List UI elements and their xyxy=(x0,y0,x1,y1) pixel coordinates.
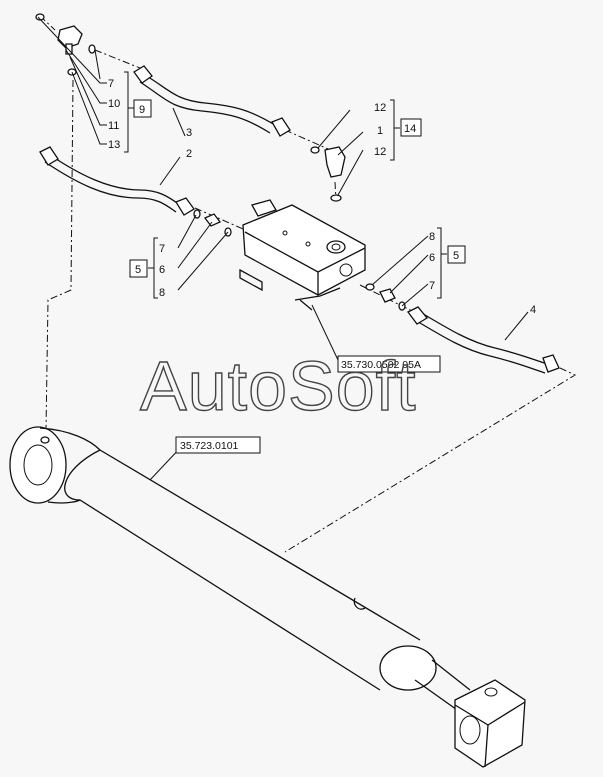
callout-7-right: 7 xyxy=(429,280,435,292)
reference-boxes: 35.730.0502 05A 35.723.0101 xyxy=(175,355,441,454)
fittings-right xyxy=(365,283,406,311)
group-box-5-left: 5 xyxy=(135,264,141,276)
callout-2: 2 xyxy=(186,148,192,160)
callout-7-top: 7 xyxy=(108,78,114,90)
callout-numbers: 7 10 11 13 3 2 12 1 12 7 6 8 8 6 7 4 xyxy=(108,78,536,316)
leader-lines xyxy=(37,16,529,481)
group-box-9: 9 xyxy=(139,104,145,116)
callout-6-right: 6 xyxy=(429,252,435,264)
pipe-2 xyxy=(39,146,195,216)
callout-1: 1 xyxy=(377,125,383,137)
callout-8-left: 8 xyxy=(159,287,165,299)
callout-7-left: 7 xyxy=(159,243,165,255)
group-box-14: 14 xyxy=(404,123,416,135)
valve-block xyxy=(239,199,366,311)
brackets xyxy=(124,71,447,299)
group-boxes: 9 14 5 5 xyxy=(129,99,466,278)
tee-fitting xyxy=(35,13,96,76)
group-box-5-right: 5 xyxy=(453,250,459,262)
callout-3: 3 xyxy=(186,127,192,139)
watermark: AutoSoft xyxy=(140,347,417,425)
callout-8-right: 8 xyxy=(429,231,435,243)
hydraulic-cylinder xyxy=(9,426,526,768)
callout-12-lower: 12 xyxy=(374,146,386,158)
pipe-4 xyxy=(407,306,560,374)
callout-4: 4 xyxy=(530,304,536,316)
callout-11: 11 xyxy=(108,120,119,132)
cylinder-reference: 35.723.0101 xyxy=(180,440,239,452)
fittings-left xyxy=(193,209,232,237)
callout-6-left: 6 xyxy=(159,264,165,276)
callout-12-upper: 12 xyxy=(374,102,386,114)
elbow-fitting xyxy=(310,146,346,202)
valve-reference: 35.730.0502 05A xyxy=(341,359,421,371)
pipe-3 xyxy=(133,65,291,137)
callout-13: 13 xyxy=(108,139,120,151)
callout-10: 10 xyxy=(108,98,120,110)
